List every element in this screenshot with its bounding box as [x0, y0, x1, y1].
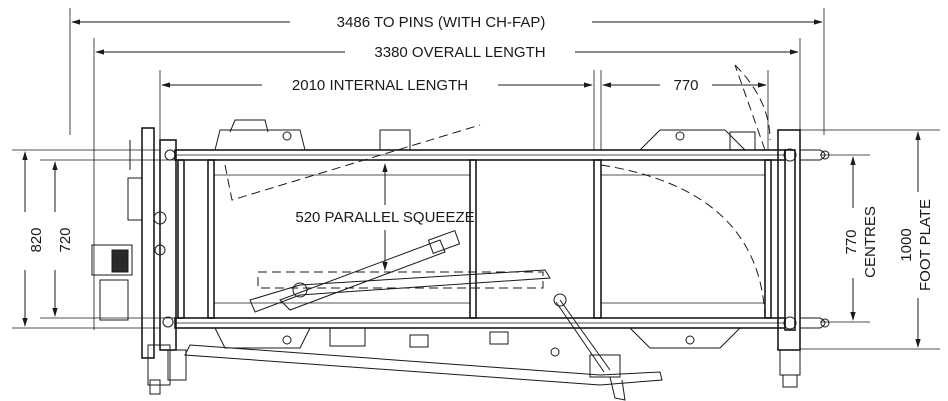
dim-overall-label: 3380 OVERALL LENGTH: [374, 44, 545, 61]
squeeze-indicator: 520 PARALLEL SQUEEZE: [295, 163, 475, 271]
hydraulic-ram: [249, 229, 611, 373]
dim-pins-label: 3486 TO PINS (WITH CH-FAP): [337, 14, 546, 31]
foot-plate: [777, 129, 830, 388]
dim-centres-label: CENTRES: [862, 206, 879, 278]
dimension-pins: 3486 TO PINS (WITH CH-FAP): [69, 8, 825, 135]
chassis-frame: [174, 119, 786, 349]
dim-foot-value: 1000: [898, 228, 915, 261]
lower-arm: [184, 331, 663, 401]
dimension-internal: 2010 INTERNAL LENGTH 770: [159, 70, 769, 150]
dimension-left: 820 720: [12, 149, 175, 329]
dim-720-label: 720: [57, 227, 74, 252]
door-swing: [224, 64, 771, 319]
dim-770-label: 770: [673, 77, 698, 94]
dim-squeeze-label: 520 PARALLEL SQUEEZE: [295, 209, 474, 226]
dimension-overall: 3380 OVERALL LENGTH: [93, 38, 801, 330]
dim-centres-value: 770: [843, 229, 860, 254]
dimension-right: 770 CENTRES 1000 FOOT PLATE: [800, 129, 940, 350]
dim-820-label: 820: [28, 227, 45, 252]
dim-internal-label: 2010 INTERNAL LENGTH: [292, 77, 468, 94]
left-mechanism: [91, 127, 187, 395]
dim-foot-label: FOOT PLATE: [917, 199, 934, 291]
